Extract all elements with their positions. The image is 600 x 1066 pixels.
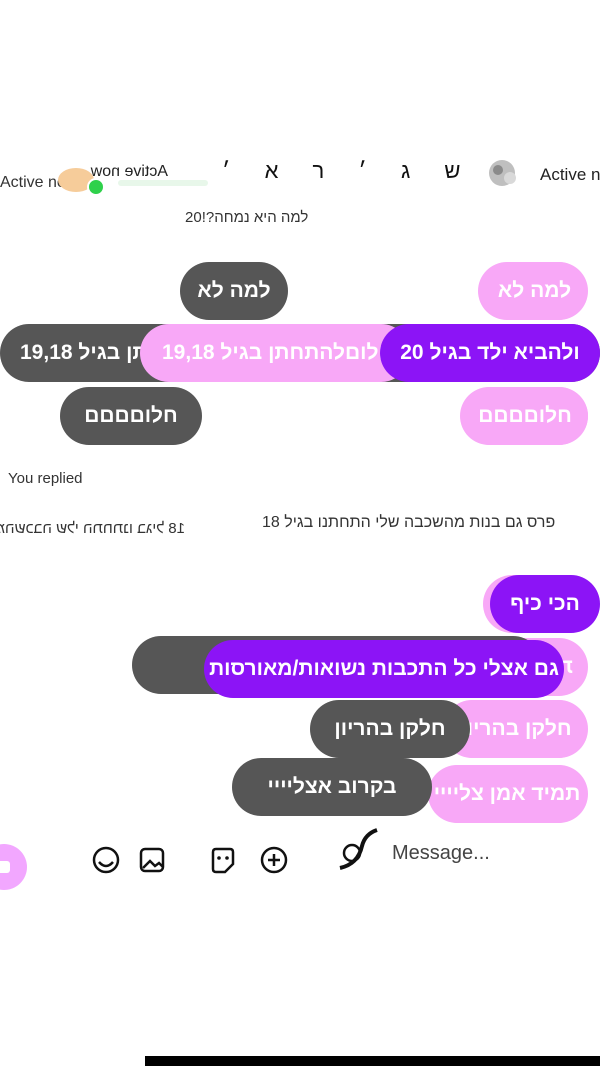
message-bubble[interactable]: חלוםםםם: [60, 387, 202, 445]
online-dot: [87, 178, 105, 196]
message-bubble[interactable]: ולהביא ילד בגיל 20: [380, 324, 600, 382]
message-bubble[interactable]: חלקן בהריון: [310, 700, 470, 758]
mirrored-active-now: Active now: [90, 163, 168, 180]
message-bubble[interactable]: חלוםםםם: [462, 387, 588, 445]
home-indicator-bar: [145, 1056, 600, 1066]
message-bubble[interactable]: בקרוב אצליייי: [232, 758, 432, 816]
message-bubble[interactable]: גם אצלי כל התכבות נשואות/מאורסות: [204, 640, 564, 698]
message-input[interactable]: Message...: [392, 842, 490, 864]
sticker-icon[interactable]: [205, 842, 241, 878]
avatar-right[interactable]: [480, 156, 536, 188]
message-text: חלוםלהתחתן בגיל 19,18: [162, 341, 394, 364]
active-now-right: Active now: [540, 165, 600, 184]
message-bubble[interactable]: למה לא: [180, 262, 288, 320]
message-bubble[interactable]: למה לא: [482, 262, 587, 320]
header-glyphs: ש ג ׳ ר א ׳: [222, 158, 475, 183]
message-bubble[interactable]: תמיד אמן צליייי: [428, 765, 586, 823]
plus-circle-icon[interactable]: [256, 842, 292, 878]
search-icon[interactable]: [330, 828, 386, 878]
emoji-icon[interactable]: [88, 842, 124, 878]
mirrored-story-text: פרס גם בנות מהשכבה שלי התחתנו בגיל 18: [0, 520, 185, 537]
you-replied-label: You replied: [8, 470, 83, 487]
gallery-icon[interactable]: [134, 842, 170, 878]
handle-placeholder: [118, 180, 208, 186]
reply-story-text: פרס גם בנות מהשכבה שלי התחתנו בגיל 18: [262, 514, 556, 531]
story-label-top: למה היא נמחה?!20: [185, 209, 309, 226]
message-bubble[interactable]: הכי כיף: [490, 575, 600, 633]
camera-icon[interactable]: [0, 844, 28, 890]
message-bubble[interactable]: חלוםלהתחתן בגיל 19,18: [140, 324, 410, 382]
